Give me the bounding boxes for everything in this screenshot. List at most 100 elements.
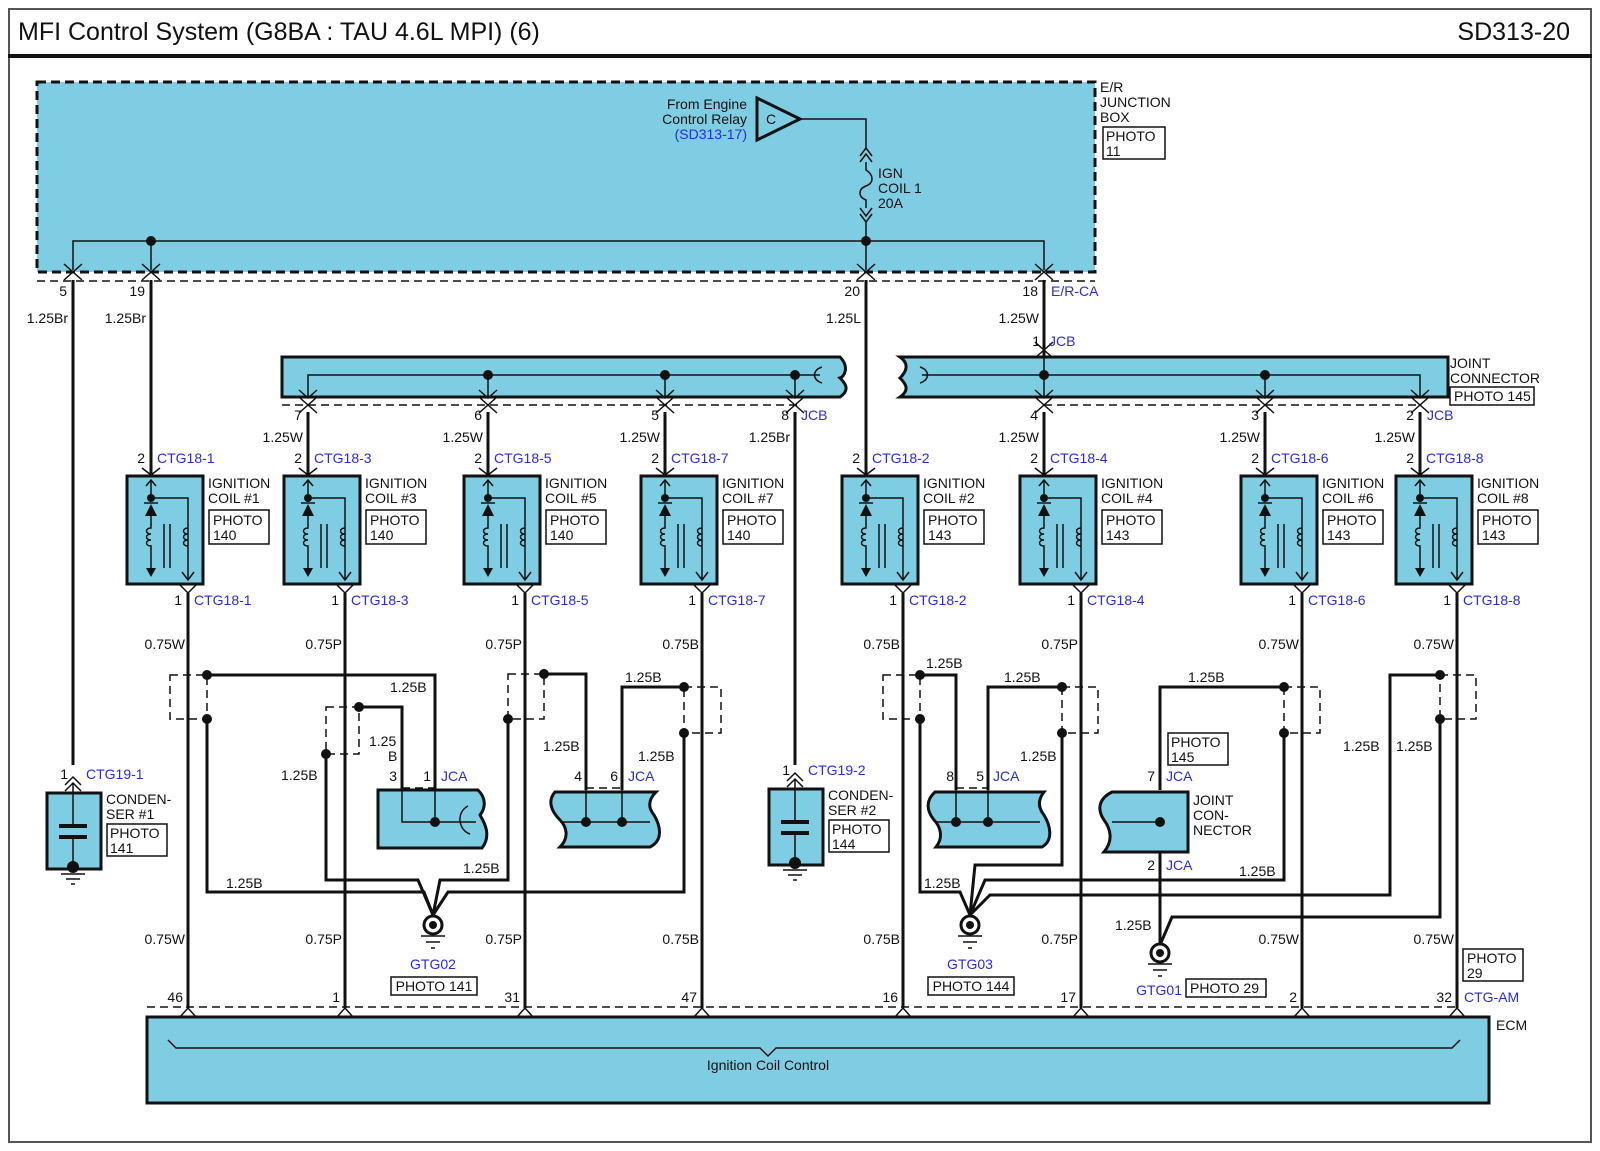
pin-number: 2	[1406, 407, 1414, 423]
coil-connector-top[interactable]: CTG18-1	[157, 450, 215, 466]
wire-label: 1.25W	[1375, 429, 1416, 445]
coil-winding-icon	[145, 516, 152, 572]
jca-a-connector[interactable]: JCA	[441, 768, 468, 784]
coil-connector-bottom[interactable]: CTG18-7	[708, 592, 766, 608]
ecm-connector[interactable]: CTG-AM	[1464, 989, 1519, 1005]
fuse-connector-top-icon	[859, 146, 873, 163]
coil-body[interactable]	[282, 474, 362, 586]
ground-name[interactable]: GTG01	[1136, 982, 1182, 998]
wire-label: 0.75W	[1259, 636, 1300, 652]
jcb-right-connector[interactable]: JCB	[1427, 407, 1453, 423]
pin-number: 1	[60, 766, 68, 782]
ecm-pin-number: 31	[504, 989, 520, 1005]
coil-photo-link[interactable]: PHOTO	[213, 512, 263, 528]
jca-b-connector[interactable]: JCA	[628, 768, 655, 784]
coil-connector-top[interactable]: CTG18-4	[1050, 450, 1108, 466]
ground-photo[interactable]: PHOTO 141	[396, 978, 473, 994]
source-tag: C	[766, 111, 776, 127]
condenser-connector[interactable]: CTG19-2	[808, 762, 866, 778]
wire-label: 1.25B	[926, 655, 963, 671]
jcb-left-connector[interactable]: JCB	[801, 407, 827, 423]
ground-photo[interactable]: PHOTO 144	[933, 978, 1010, 994]
diode-icon	[482, 504, 494, 516]
coil-body[interactable]	[1018, 474, 1098, 586]
condenser-photo-link[interactable]: PHOTO	[832, 821, 882, 837]
jca-d-connector-top[interactable]: JCA	[1166, 768, 1193, 784]
pin-number: 1	[331, 592, 339, 608]
coil-photo-link[interactable]: PHOTO	[928, 512, 978, 528]
coil-photo-link[interactable]: PHOTO	[1327, 512, 1377, 528]
coil-body[interactable]	[1394, 474, 1474, 586]
coil-connector-top[interactable]: CTG18-6	[1271, 450, 1329, 466]
jca-d-pin-2: 2	[1147, 857, 1155, 873]
source-ref-link[interactable]: (SD313-17)	[675, 126, 747, 142]
coil-connector-bottom[interactable]: CTG18-3	[351, 592, 409, 608]
fuse-label-3: 20A	[878, 195, 904, 211]
coil-connector-bottom[interactable]: CTG18-2	[909, 592, 967, 608]
coil-winding-icon	[1038, 516, 1045, 572]
pin-number: 7	[294, 407, 302, 423]
coil-connector-top[interactable]: CTG18-8	[1426, 450, 1484, 466]
condenser-photo-link[interactable]: PHOTO	[110, 825, 160, 841]
jca-d-connector-bottom[interactable]: JCA	[1166, 857, 1193, 873]
ground-photo[interactable]: PHOTO 29	[1190, 980, 1259, 996]
coil-number: COIL #1	[208, 490, 260, 506]
condenser-body[interactable]	[767, 787, 825, 867]
ecm-photo-1[interactable]: PHOTO	[1467, 950, 1517, 966]
wire-label: 1.25W	[1220, 429, 1261, 445]
coil-connector-bottom[interactable]: CTG18-1	[194, 592, 252, 608]
coil-connector-top[interactable]: CTG18-3	[314, 450, 372, 466]
ecm-pin-number: 1	[332, 989, 340, 1005]
ground-name[interactable]: GTG03	[947, 956, 993, 972]
jca-d-photo-1[interactable]: PHOTO	[1171, 734, 1221, 750]
ecm-pin-number: 2	[1289, 989, 1297, 1005]
wire-label: 1.25Br	[749, 429, 791, 445]
source-label-2: Control Relay	[662, 111, 747, 127]
wire-label: 0.75B	[662, 931, 699, 947]
wire-label: 0.75P	[485, 931, 522, 947]
jb-connector[interactable]: E/R-CA	[1051, 283, 1099, 299]
coil-body[interactable]	[840, 474, 920, 586]
pin-number: 1	[889, 592, 897, 608]
coil-photo-link[interactable]: PHOTO	[727, 512, 777, 528]
jcb-right-photo[interactable]: PHOTO 145	[1454, 388, 1531, 404]
coil-photo-link[interactable]: PHOTO	[1106, 512, 1156, 528]
wire-label: 1.25L	[826, 310, 861, 326]
condenser-connector[interactable]: CTG19-1	[86, 766, 144, 782]
wire-label: 0.75P	[1041, 931, 1078, 947]
coil-connector-top[interactable]: CTG18-5	[494, 450, 552, 466]
ground-icon	[61, 873, 85, 885]
pin-number: 2	[1030, 450, 1038, 466]
coil-connector-top[interactable]: CTG18-2	[872, 450, 930, 466]
condenser-body[interactable]	[45, 791, 103, 871]
coil-body[interactable]	[462, 474, 542, 586]
wire-label: 1.25B	[281, 767, 318, 783]
page-id: SD313-20	[1457, 18, 1570, 46]
coil-photo-link[interactable]: PHOTO	[1482, 512, 1532, 528]
coil-photo-link[interactable]: PHOTO	[370, 512, 420, 528]
wire-label: 0.75P	[305, 931, 342, 947]
wire-label: 0.75P	[1041, 636, 1078, 652]
wire-label: 1.25B	[1239, 863, 1276, 879]
jb-photo-1[interactable]: PHOTO	[1106, 128, 1156, 144]
jca-b-pin-4: 4	[574, 768, 582, 784]
ground-name[interactable]: GTG02	[410, 956, 456, 972]
jcb-right-input-connector[interactable]: JCB	[1049, 333, 1075, 349]
jcb-right-label-2: CONNECTOR	[1450, 370, 1540, 386]
coil-connector-top[interactable]: CTG18-7	[671, 450, 729, 466]
coil-number: COIL #8	[1477, 490, 1529, 506]
coil-connector-bottom[interactable]: CTG18-6	[1308, 592, 1366, 608]
coil-body[interactable]	[1239, 474, 1319, 586]
coil-connector-bottom[interactable]: CTG18-4	[1087, 592, 1145, 608]
source-label-1: From Engine	[667, 96, 747, 112]
coil-connector-bottom[interactable]: CTG18-8	[1463, 592, 1521, 608]
fuse-icon	[859, 162, 873, 208]
coil-connector-bottom[interactable]: CTG18-5	[531, 592, 589, 608]
coil-body[interactable]	[125, 474, 205, 586]
jca-c-connector[interactable]: JCA	[993, 768, 1020, 784]
jca-d-label-3: NECTOR	[1193, 822, 1252, 838]
coil-photo-link[interactable]: PHOTO	[550, 512, 600, 528]
coil-body[interactable]	[639, 474, 719, 586]
